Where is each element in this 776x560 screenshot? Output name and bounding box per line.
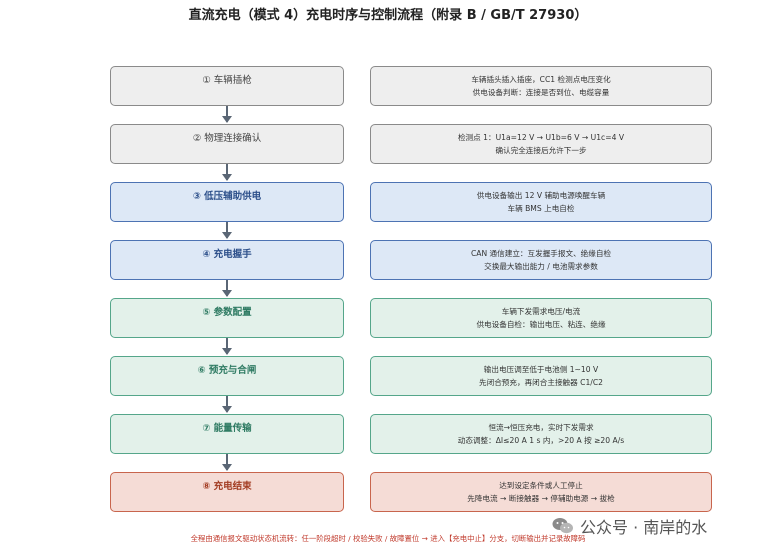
watermark: 公众号 · 南岸的水: [552, 514, 707, 538]
flow-arrow: [222, 280, 232, 297]
step-desc-line: CAN 通信建立：互发握手报文、绝缘自检: [470, 249, 612, 258]
step-desc-line: 供电设备输出 12 V 辅助电源唤醒车辆: [476, 191, 606, 200]
step-desc-box-5: 车辆下发需求电压/电流 供电设备自检：输出电压、粘连、绝缘: [370, 298, 712, 338]
step-desc-line: 车辆 BMS 上电自检: [507, 204, 575, 213]
step-desc-box-4: CAN 通信建立：互发握手报文、绝缘自检 交换最大输出能力 / 电池需求参数: [370, 240, 712, 280]
step-desc-line: 输出电压调至低于电池侧 1~10 V: [483, 365, 599, 374]
step-desc-line: 达到设定条件或人工停止: [499, 481, 583, 490]
step-desc-line: 车辆下发需求电压/电流: [501, 307, 581, 316]
step-box-8: ⑧ 充电结束: [110, 472, 344, 512]
flow-arrow: [222, 222, 232, 239]
step-desc-line: 车辆插头插入插座，CC1 检测点电压变化: [471, 75, 611, 84]
step-box-1: ① 车辆插枪: [110, 66, 344, 106]
step-box-7: ⑦ 能量传输: [110, 414, 344, 454]
step-desc-line: 恒流→恒压充电，实时下发需求: [488, 423, 594, 432]
flow-arrow: [222, 338, 232, 355]
step-desc-line: 供电设备自检：输出电压、粘连、绝缘: [476, 320, 606, 329]
step-desc-line: 交换最大输出能力 / 电池需求参数: [484, 262, 598, 271]
step-desc-box-7: 恒流→恒压充电，实时下发需求 动态调整：ΔI≤20 A 1 s 内，>20 A …: [370, 414, 712, 454]
step-desc-line: 先闭合预充，再闭合主接触器 C1/C2: [479, 378, 603, 387]
step-desc-box-6: 输出电压调至低于电池侧 1~10 V 先闭合预充，再闭合主接触器 C1/C2: [370, 356, 712, 396]
flow-arrow: [222, 164, 232, 181]
step-label: ⑤ 参数配置: [202, 307, 252, 318]
step-label: ③ 低压辅助供电: [192, 191, 262, 202]
flow-arrow: [222, 106, 232, 123]
step-box-4: ④ 充电握手: [110, 240, 344, 280]
step-box-3: ③ 低压辅助供电: [110, 182, 344, 222]
flow-arrow: [222, 454, 232, 471]
step-desc-line: 确认完全连接后允许下一步: [495, 146, 587, 155]
step-desc-line: 先降电流 → 断接触器 → 停辅助电源 → 拔枪: [467, 494, 615, 503]
step-box-5: ⑤ 参数配置: [110, 298, 344, 338]
step-label: ⑧ 充电结束: [202, 481, 252, 492]
step-label: ⑥ 预充与合闸: [197, 365, 257, 376]
step-desc-line: 动态调整：ΔI≤20 A 1 s 内，>20 A 按 ≥20 A/s: [457, 436, 625, 445]
step-desc-box-2: 检测点 1：U1a=12 V → U1b=6 V → U1c=4 V 确认完全连…: [370, 124, 712, 164]
footer-note: 全程由通信报文驱动状态机流转：任一阶段超时 / 校验失败 / 故障置位 → 进入…: [190, 534, 586, 543]
step-label: ① 车辆插枪: [202, 75, 252, 86]
wechat-icon: [552, 517, 574, 535]
step-desc-box-3: 供电设备输出 12 V 辅助电源唤醒车辆 车辆 BMS 上电自检: [370, 182, 712, 222]
flow-arrow: [222, 396, 232, 413]
step-box-6: ⑥ 预充与合闸: [110, 356, 344, 396]
step-desc-box-1: 车辆插头插入插座，CC1 检测点电压变化 供电设备判断：连接是否到位、电缆容量: [370, 66, 712, 106]
step-desc-box-8: 达到设定条件或人工停止 先降电流 → 断接触器 → 停辅助电源 → 拔枪: [370, 472, 712, 512]
watermark-text: 公众号 · 南岸的水: [580, 518, 708, 537]
step-desc-line: 供电设备判断：连接是否到位、电缆容量: [472, 88, 610, 97]
step-desc-line: 检测点 1：U1a=12 V → U1b=6 V → U1c=4 V: [457, 133, 625, 142]
step-label: ④ 充电握手: [202, 249, 252, 260]
step-label: ⑦ 能量传输: [202, 423, 252, 434]
diagram-title: 直流充电（模式 4）充电时序与控制流程（附录 B / GB/T 27930）: [188, 8, 588, 23]
step-box-2: ② 物理连接确认: [110, 124, 344, 164]
step-label: ② 物理连接确认: [192, 133, 262, 144]
